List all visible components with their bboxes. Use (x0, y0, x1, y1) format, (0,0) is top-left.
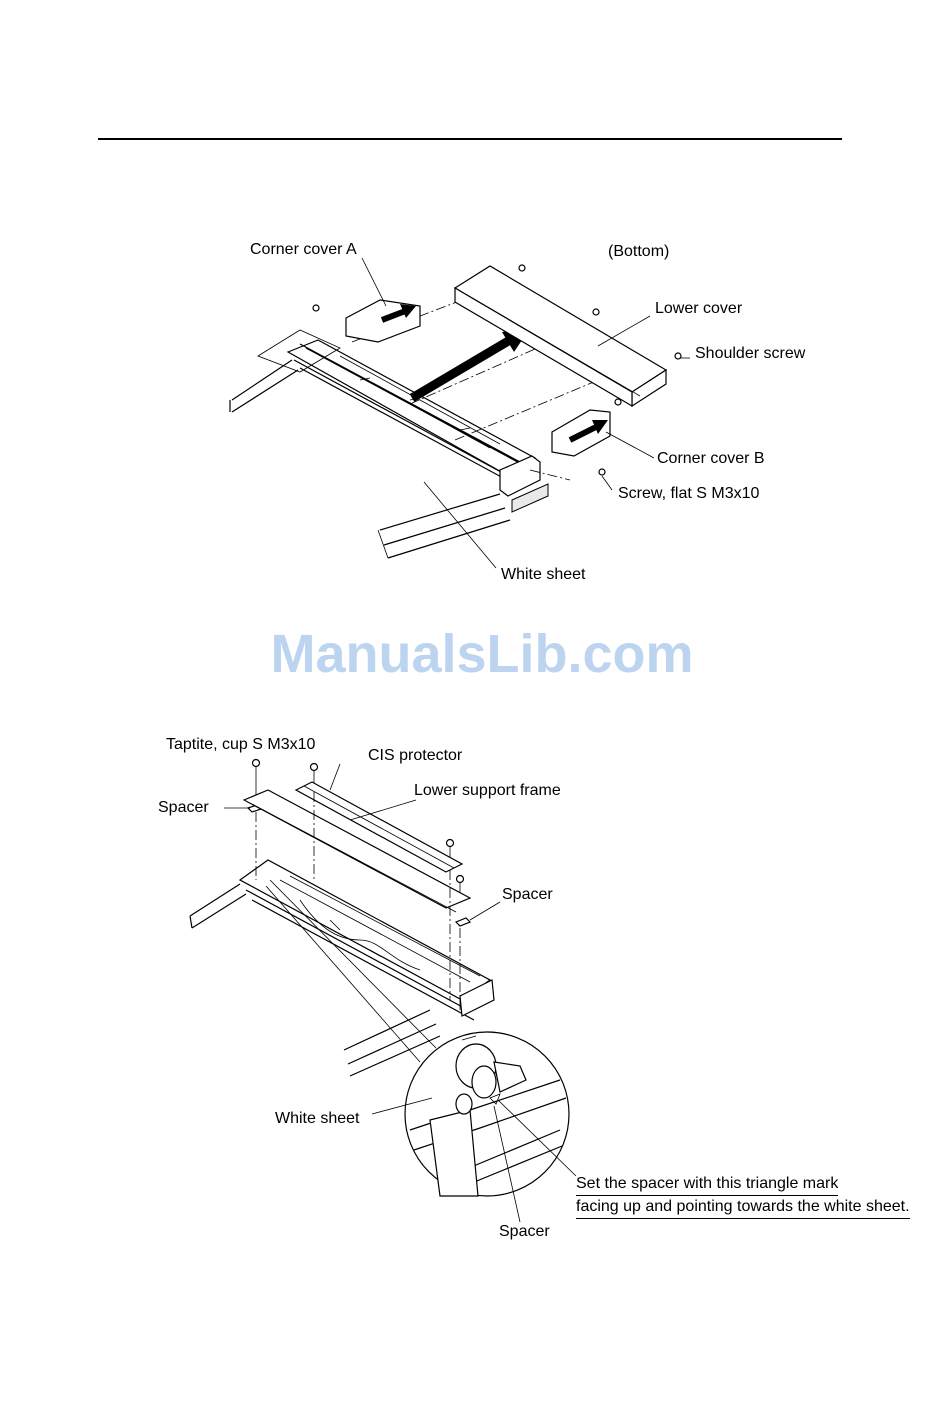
label-lower-support-frame: Lower support frame (414, 782, 561, 800)
label-cis-protector: CIS protector (368, 747, 462, 765)
note-line-2: facing up and pointing towards the white… (576, 1198, 910, 1219)
label-spacer-right: Spacer (502, 886, 553, 904)
note-line-1: Set the spacer with this triangle mark (576, 1175, 838, 1196)
label-spacer-bottom: Spacer (499, 1223, 550, 1241)
label-taptite: Taptite, cup S M3x10 (166, 736, 315, 754)
label-white-sheet-bottom: White sheet (275, 1110, 359, 1128)
label-spacer-left: Spacer (158, 799, 209, 817)
